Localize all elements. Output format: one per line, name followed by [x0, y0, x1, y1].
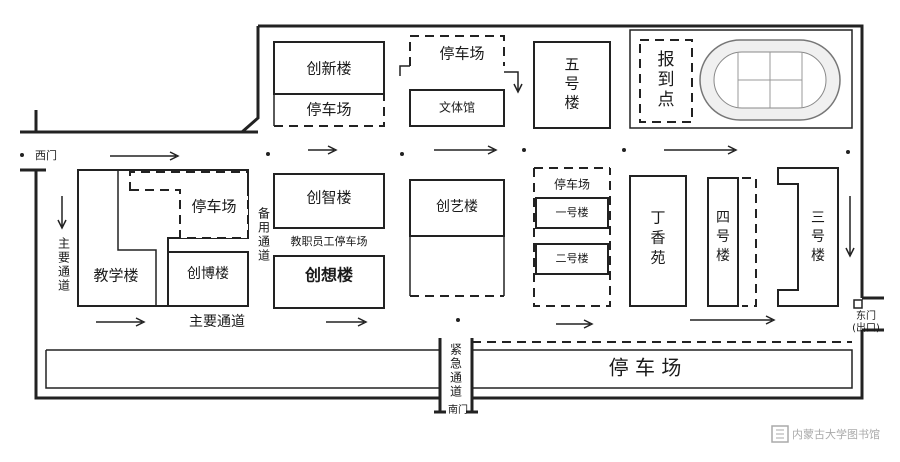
road-main-bottom-label: 主要通道	[189, 314, 245, 330]
building-chuangxiang[interactable]	[273, 255, 385, 309]
stadium-group: 报 到 点	[629, 29, 853, 129]
sihao-char3: 楼	[716, 248, 730, 264]
chuangyi-group: 创艺楼	[409, 179, 505, 297]
gate-south-label: 南门	[448, 403, 468, 416]
road-main-left-c3: 通	[58, 265, 70, 279]
building-chuangxiang-label: 创想楼	[304, 266, 353, 285]
dingxiang-char1: 丁	[650, 209, 665, 227]
road-backup-c2: 用	[258, 221, 270, 235]
parking-top-label: 停车场	[439, 45, 484, 63]
building-wuhao[interactable]	[533, 41, 611, 129]
baodao-char3: 点	[658, 90, 675, 110]
building-wenti[interactable]	[409, 89, 505, 127]
building-jiaoxue-label: 教学楼	[93, 267, 138, 285]
gate-east-label: 东门	[856, 309, 876, 322]
watermark-text: 内蒙古大学图书馆	[792, 427, 880, 441]
dingxiang-char3: 苑	[650, 249, 665, 267]
building-yihao[interactable]	[535, 197, 609, 229]
chuangzhi-group: 创智楼 教职员工停车场 创想楼	[273, 173, 385, 309]
sanhao-char2: 号	[811, 229, 825, 245]
sihao-char1: 四	[716, 210, 730, 226]
building-chuangzhi-label: 创智楼	[306, 189, 351, 207]
baodao-char2: 到	[658, 70, 675, 90]
building-chuangxin[interactable]	[273, 41, 385, 95]
building-erhao[interactable]	[535, 243, 609, 275]
road-main-left-c1: 主	[58, 237, 70, 251]
road-backup-c1: 备	[258, 207, 270, 221]
building-chuangyi[interactable]	[409, 179, 505, 237]
building-erhao-label: 二号楼	[556, 251, 589, 265]
building-chuangbo[interactable]	[167, 251, 249, 307]
dingxiang-char2: 香	[650, 229, 665, 247]
road-emergency-c1: 紧	[450, 343, 462, 357]
building-sihao[interactable]	[707, 177, 739, 307]
road-emergency-c4: 道	[450, 385, 462, 399]
road-arrows	[57, 145, 855, 329]
sanhao-char3: 楼	[811, 248, 825, 264]
staff-parking-label: 教职员工停车场	[291, 234, 368, 248]
chuangxin-group: 创新楼 停车场	[273, 41, 385, 127]
building-sanhao[interactable]	[777, 167, 839, 307]
sihao-char2: 号	[716, 229, 730, 245]
parking-yihao-label: 停车场	[554, 177, 590, 192]
yihao-erhao-group: 停车场 一号楼 二号楼	[533, 167, 611, 307]
road-main-left-c4: 道	[58, 279, 70, 293]
parking-chuangxin-label: 停车场	[306, 101, 351, 119]
sanhao-char1: 三	[811, 210, 825, 226]
building-chuangxin-label: 创新楼	[306, 60, 351, 78]
building-chuangbo-label: 创博楼	[187, 265, 229, 282]
baodao-char1: 报	[658, 50, 675, 70]
building-wuhao-char2: 号	[564, 75, 579, 93]
building-chuangzhi[interactable]	[273, 173, 385, 229]
building-wuhao-char3: 楼	[564, 94, 579, 112]
parking-jiaoxue-label: 停车场	[191, 198, 236, 216]
south-parking-area: 停 车 场	[45, 341, 853, 389]
watermark: 内蒙古大学图书馆	[771, 425, 880, 443]
building-dingxiang[interactable]	[629, 175, 687, 307]
wenti-group: 停车场 文体馆	[399, 35, 523, 127]
road-emergency-c2: 急	[450, 356, 462, 371]
road-backup-c3: 通	[258, 235, 270, 249]
campus-boundary	[20, 24, 884, 414]
building-yihao-label: 一号楼	[556, 205, 589, 219]
road-backup-c4: 道	[258, 249, 270, 263]
gate-west-label: 西门	[35, 148, 57, 162]
road-main-left-c2: 要	[58, 251, 70, 265]
gate-east-note: (出口)	[852, 321, 880, 334]
south-parking-label: 停 车 场	[609, 356, 682, 380]
building-wuhao-char1: 五	[564, 56, 579, 74]
road-markers	[20, 148, 850, 322]
building-chuangyi-label: 创艺楼	[436, 199, 478, 215]
road-emergency-c3: 通	[450, 371, 462, 385]
building-wenti-label: 文体馆	[439, 100, 475, 115]
teaching-block: 创博楼 教学楼 停车场	[77, 169, 249, 307]
